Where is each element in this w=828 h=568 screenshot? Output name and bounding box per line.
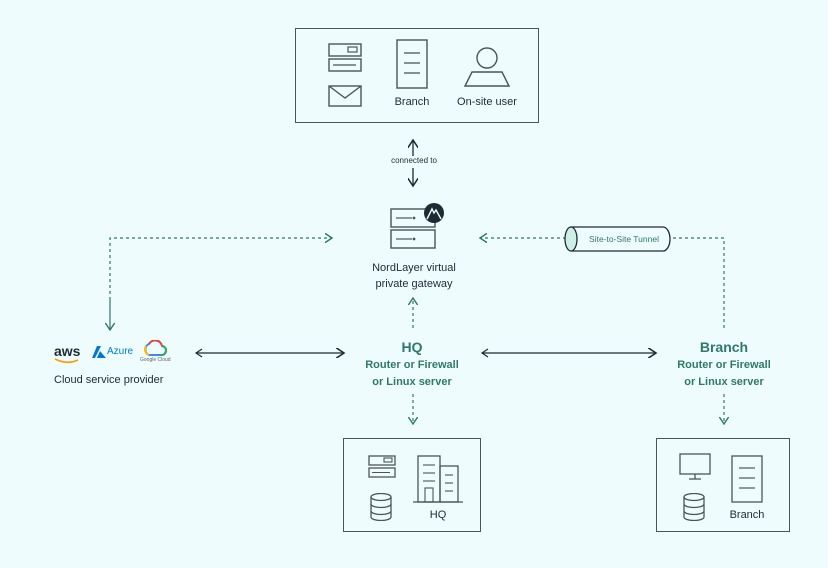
branch-router-line1: Router or Firewall [677, 359, 771, 371]
top-branch-label: Branch [394, 96, 430, 108]
branch-title: Branch [699, 339, 749, 355]
monitor-icon [679, 453, 711, 480]
hq-database-icon [370, 493, 392, 521]
user-icon [464, 47, 510, 87]
branch-box-label: Branch [729, 509, 765, 521]
hq-site-box: HQ [343, 438, 481, 532]
aws-text: aws [54, 343, 81, 359]
hq-router-line2: or Linux server [372, 376, 452, 388]
nordlayer-logo-icon [424, 203, 444, 223]
branch-tunnel-dotted-line [670, 237, 725, 328]
google-cloud-icon [143, 340, 167, 356]
tunnel-label: Site-to-Site Tunnel [589, 234, 659, 244]
connected-to-label: connected to [391, 156, 437, 165]
tunnel-icon [564, 226, 671, 252]
server-icon [328, 43, 362, 72]
azure-label: Azure [107, 346, 134, 357]
mail-icon [328, 85, 362, 107]
gateway-label-line2: private gateway [375, 278, 453, 290]
branch-building-icon [396, 39, 428, 89]
hq-box-label: HQ [429, 509, 447, 521]
branch-building-icon-bottom [731, 455, 763, 503]
branch-router-line2: or Linux server [684, 376, 764, 388]
cloud-gateway-dotted-line [109, 238, 332, 330]
hq-title: HQ [401, 339, 423, 355]
google-cloud-label: Google Cloud [140, 357, 171, 363]
branch-site-box: Branch [656, 438, 790, 532]
aws-smile-icon [54, 358, 79, 364]
gateway-label-line1: NordLayer virtual [372, 262, 456, 274]
branch-database-icon [683, 493, 705, 521]
hq-server-icon [368, 455, 396, 478]
azure-logo-icon [92, 346, 106, 358]
hq-office-building-icon [413, 455, 463, 503]
aws-logo: aws [54, 343, 80, 359]
hq-router-line1: Router or Firewall [365, 359, 459, 371]
gateway-server-icon [390, 208, 436, 249]
cloud-provider-label: Cloud service provider [54, 374, 164, 386]
top-site-box: Branch On-site user [295, 28, 539, 123]
on-site-user-label: On-site user [457, 96, 517, 108]
